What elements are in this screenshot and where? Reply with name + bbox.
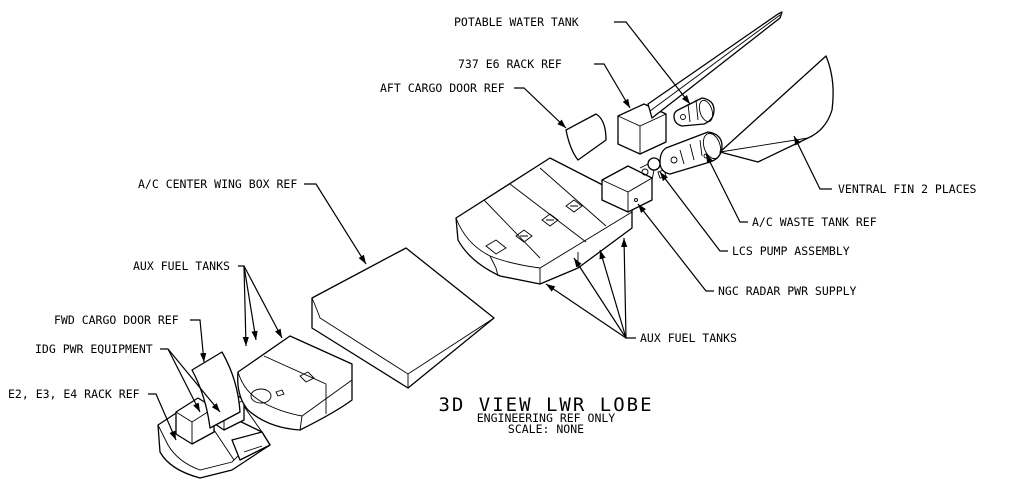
label-aux-fuel-tanks-right: AUX FUEL TANKS xyxy=(640,331,737,345)
ngc-radar-pwr-supply-shape xyxy=(601,165,653,213)
ventral-fin-shape xyxy=(719,55,834,163)
label-737-e6-rack: 737 E6 RACK REF xyxy=(458,57,562,71)
aux-fuel-tank-forward-shape xyxy=(237,335,353,431)
title-line2: ENGINEERING REF ONLY xyxy=(477,411,616,425)
waste-tank-shape xyxy=(659,131,723,175)
aux-fuel-tank-aft-shape xyxy=(455,157,633,285)
label-e2-e3-e4-rack: E2, E3, E4 RACK REF xyxy=(8,387,140,401)
label-fwd-cargo-door: FWD CARGO DOOR REF xyxy=(54,313,179,327)
title-line3: SCALE: NONE xyxy=(508,422,584,436)
title-block: 3D VIEW LWR LOBE ENGINEERING REF ONLY SC… xyxy=(438,394,653,436)
label-waste-tank: A/C WASTE TANK REF xyxy=(752,215,877,229)
label-potable-water-tank: POTABLE WATER TANK xyxy=(454,15,579,29)
title-main: 3D VIEW LWR LOBE xyxy=(438,394,653,416)
label-ventral-fin: VENTRAL FIN 2 PLACES xyxy=(838,182,977,196)
center-wing-box-shape xyxy=(311,247,495,389)
label-aux-fuel-tanks-left: AUX FUEL TANKS xyxy=(133,259,230,273)
keel-beam-shape xyxy=(647,11,783,119)
aft-cargo-door-shape xyxy=(565,113,607,161)
label-idg-pwr-equipment: IDG PWR EQUIPMENT xyxy=(35,342,153,356)
label-aft-cargo-door: AFT CARGO DOOR REF xyxy=(380,81,505,95)
leader-lines xyxy=(148,21,832,441)
label-center-wing-box: A/C CENTER WING BOX REF xyxy=(138,177,297,191)
label-lcs-pump: LCS PUMP ASSEMBLY xyxy=(732,244,850,258)
labels: POTABLE WATER TANK 737 E6 RACK REF AFT C… xyxy=(8,15,977,401)
potable-water-tank-shape xyxy=(673,97,715,127)
label-ngc-radar: NGC RADAR PWR SUPPLY xyxy=(718,284,857,298)
